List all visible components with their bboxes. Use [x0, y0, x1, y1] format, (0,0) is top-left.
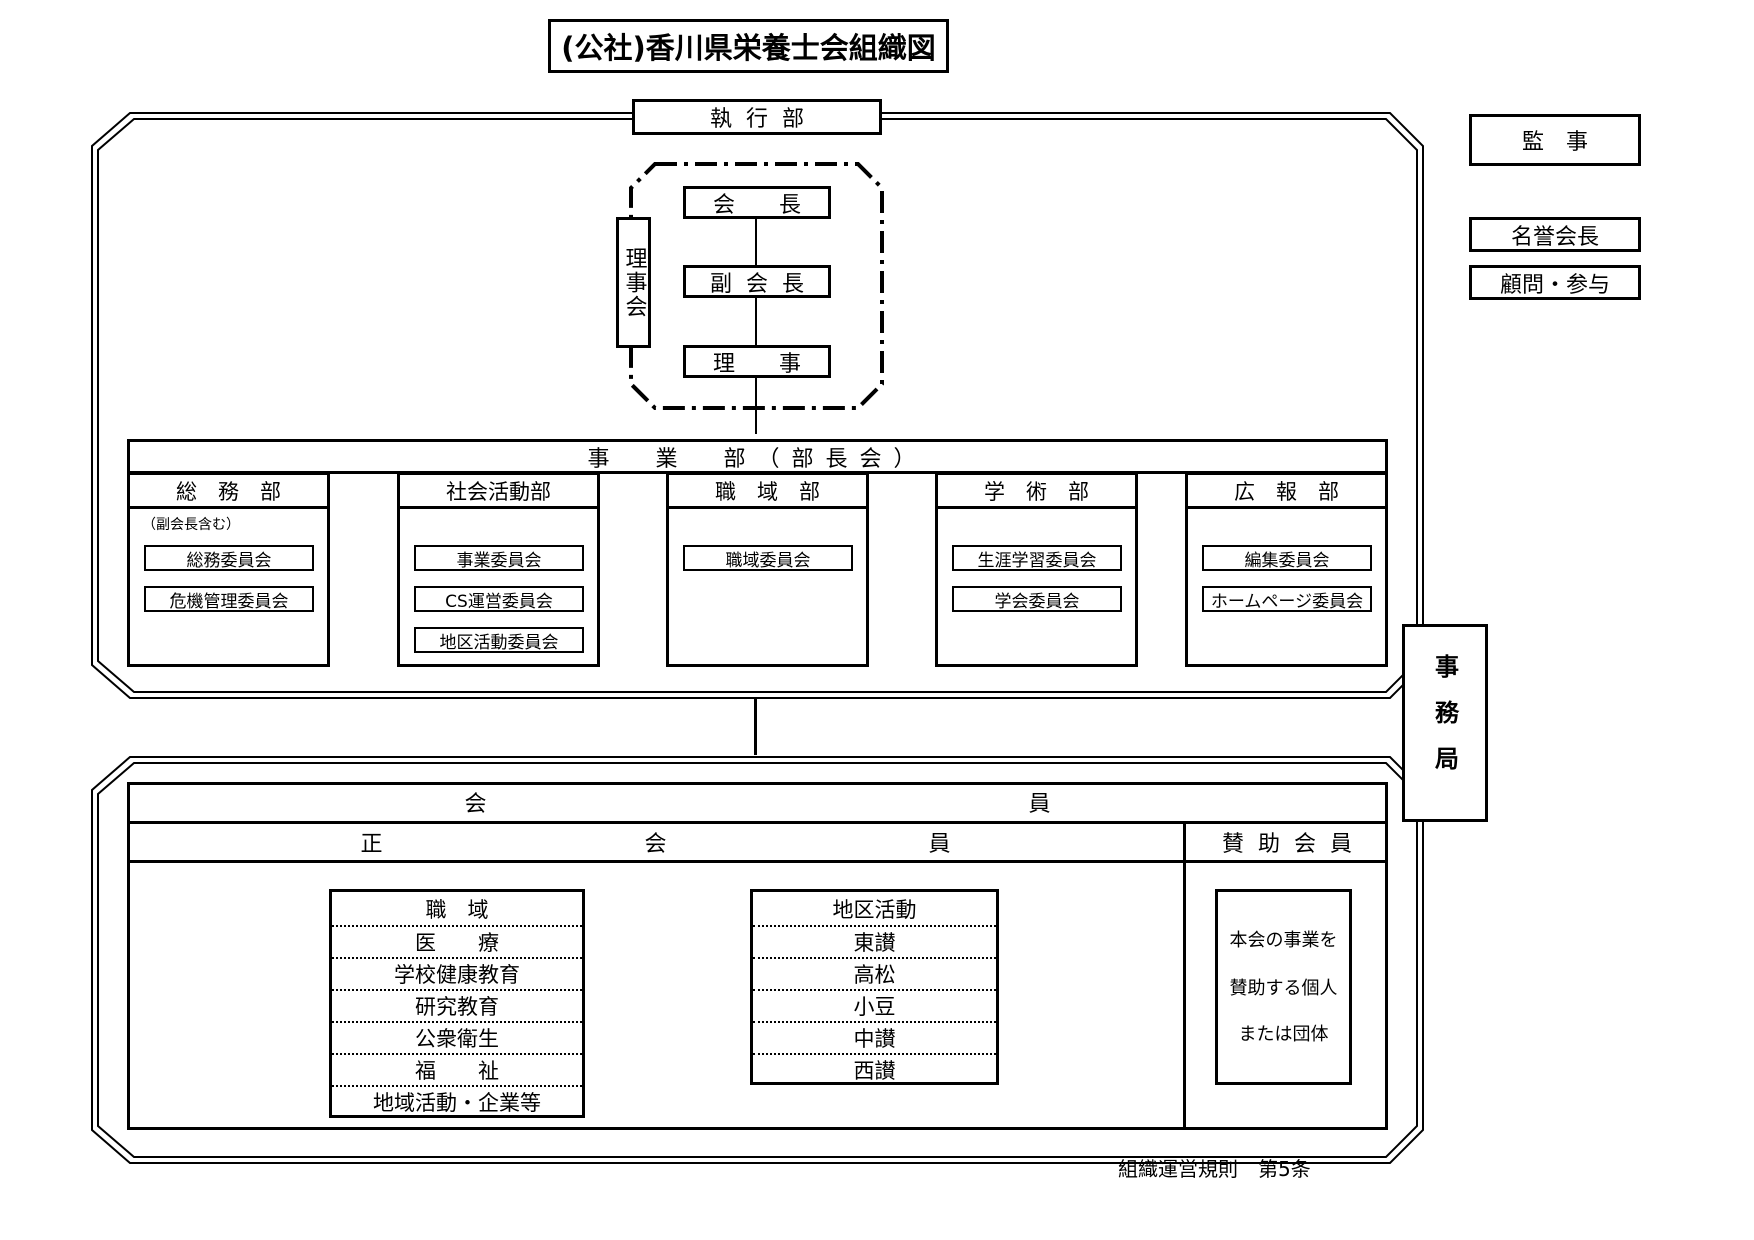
department-name: 職 域 部 [669, 475, 866, 509]
workplace-title: 職 域 [425, 897, 489, 922]
committee-box: 危機管理委員会 [144, 586, 314, 612]
district-title: 地区活動 [832, 897, 917, 922]
supporting-desc-line-2: 賛助する個人 [1229, 978, 1338, 999]
board-box: 理事会 [616, 217, 651, 348]
list-item: 東讃 [753, 925, 996, 957]
list-item: 学校健康教育 [332, 957, 582, 989]
auditor-box: 監 事 [1469, 114, 1641, 166]
department-name: 学 術 部 [938, 475, 1135, 509]
committee-box: 職域委員会 [683, 545, 853, 571]
list-item: 医 療 [332, 925, 582, 957]
list-item: 西讃 [753, 1053, 996, 1085]
vice-president-box: 副会長 [683, 265, 831, 298]
committee-box: 編集委員会 [1202, 545, 1372, 571]
executive-label: 執行部 [632, 99, 882, 135]
department-name: 広 報 部 [1188, 475, 1385, 509]
director-box: 理 事 [683, 345, 831, 378]
committee-box: 総務委員会 [144, 545, 314, 571]
members-subdivider [127, 860, 1388, 863]
department-column: 総 務 部 （副会長含む） 総務委員会危機管理委員会 [127, 472, 330, 667]
supporting-desc-box: 本会の事業を 賛助する個人 または団体 [1215, 889, 1352, 1085]
members-area [127, 782, 1388, 1130]
supporting-desc-line-3: または団体 [1238, 1024, 1329, 1045]
regular-members-header: 正 会 員 [360, 832, 1071, 857]
list-item: 高松 [753, 957, 996, 989]
workplace-list: 職 域 医 療学校健康教育研究教育公衆衛生福 祉地域活動・企業等 [329, 889, 585, 1118]
committee-box: CS運営委員会 [414, 586, 584, 612]
honorary-president-box: 名誉会長 [1469, 217, 1641, 252]
president-box: 会 長 [683, 186, 831, 219]
committee-box: ホームページ委員会 [1202, 586, 1372, 612]
list-item: 小豆 [753, 989, 996, 1021]
page-title: (公社)香川県栄養士会組織図 [548, 19, 949, 73]
list-item: 福 祉 [332, 1053, 582, 1085]
district-list: 地区活動 東讃高松小豆中讃西讃 [750, 889, 999, 1085]
department-name: 総 務 部 [130, 475, 327, 509]
footer-note: 組織運営規則 第5条 [1118, 1156, 1311, 1181]
secretariat-box: 事務局 [1402, 624, 1488, 822]
committee-box: 学会委員会 [952, 586, 1122, 612]
list-item: 研究教育 [332, 989, 582, 1021]
department-column: 学 術 部生涯学習委員会学会委員会 [935, 472, 1138, 667]
members-column-divider [1183, 823, 1186, 1128]
supporting-members-header: 賛助会員 [1221, 832, 1366, 857]
frame-connector [754, 698, 757, 755]
business-header: 事 業 部（部長会） [127, 439, 1388, 474]
department-column: 職 域 部職域委員会 [666, 472, 869, 667]
advisors-box: 顧問・参与 [1469, 265, 1641, 300]
supporting-desc-line-1: 本会の事業を [1229, 930, 1338, 951]
list-item: 地域活動・企業等 [332, 1085, 582, 1117]
members-divider [127, 821, 1388, 824]
committee-box: 生涯学習委員会 [952, 545, 1122, 571]
members-header: 会 員 [464, 792, 1311, 817]
committee-box: 地区活動委員会 [414, 627, 584, 653]
department-column: 広 報 部編集委員会ホームページ委員会 [1185, 472, 1388, 667]
department-column: 社会活動部事業委員会 CS運営委員会地区活動委員会 [397, 472, 600, 667]
list-item: 中讃 [753, 1021, 996, 1053]
department-name: 社会活動部 [400, 475, 597, 509]
committee-box: 事業委員会 [414, 545, 584, 571]
list-item: 公衆衛生 [332, 1021, 582, 1053]
department-note: （副会長含む） [142, 517, 240, 533]
officer-connector [755, 216, 757, 434]
